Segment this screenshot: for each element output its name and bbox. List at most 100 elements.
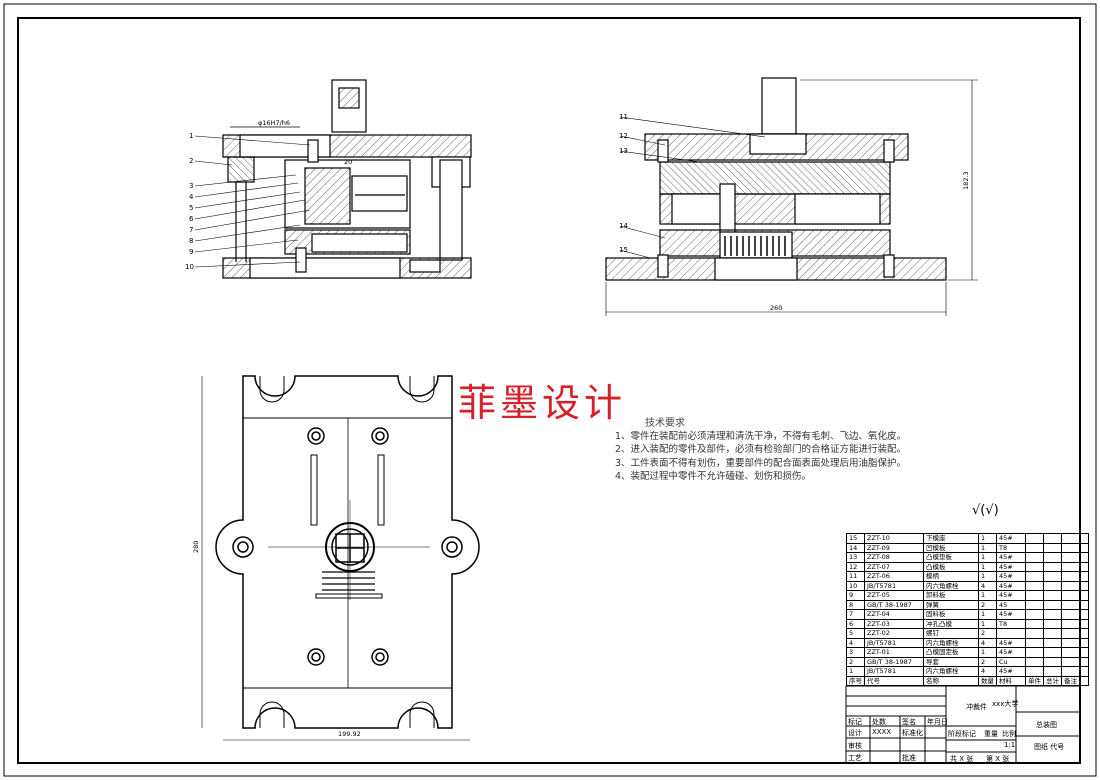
bom-cell-remark: [1061, 571, 1089, 582]
plan-width-dim: 199.92: [338, 730, 361, 738]
bom-cell-name: 导套: [923, 656, 979, 667]
bom-cell-name: 内六角螺栓: [923, 666, 979, 677]
bom-cell-mat: 45#: [996, 647, 1026, 658]
bom-cell-no: 11: [846, 571, 865, 582]
callout-5: 5: [189, 204, 193, 212]
bom-cell-code: JB/T5781: [864, 580, 924, 591]
bom-cell-total: [1043, 542, 1062, 553]
bom-cell-mat: 45#: [996, 637, 1026, 648]
title-block-frame: [845, 685, 1081, 764]
bom-cell-no: 14: [846, 542, 865, 553]
bom-cell-single: [1025, 656, 1044, 667]
bom-cell-code: GB/T 38-1987: [864, 599, 924, 610]
bom-cell-total: [1043, 571, 1062, 582]
tb-sign: 签名: [902, 718, 916, 726]
front-dim-label: 20: [344, 158, 352, 166]
bom-cell-name: 凸模板: [923, 561, 979, 572]
bom-cell-remark: [1061, 666, 1089, 677]
tb-sheets: 共 X 张: [950, 755, 974, 763]
bom-cell-total: [1043, 609, 1062, 620]
bom-h-mat: 材料: [996, 675, 1026, 686]
bom-cell-no: 7: [846, 609, 865, 620]
bom-cell-qty: 1: [978, 618, 997, 629]
tech-note-item: 1、零件在装配前必须清理和清洗干净，不得有毛刺、飞边、氧化皮。: [615, 431, 907, 443]
callout-13: 13: [619, 147, 628, 155]
bom-cell-code: GB/T 38-1987: [864, 656, 924, 667]
bom-cell-mat: T8: [996, 618, 1026, 629]
callout-1: 1: [189, 132, 193, 140]
bom-cell-total: [1043, 637, 1062, 648]
bom-cell-remark: [1061, 618, 1089, 629]
bom-h-total: 总计: [1043, 675, 1062, 686]
plan-view: [201, 375, 480, 741]
bom-cell-mat: 45#: [996, 580, 1026, 591]
callout-14: 14: [619, 222, 628, 230]
bom-cell-mat: 45#: [996, 666, 1026, 677]
bom-cell-code: JB/T5781: [864, 666, 924, 677]
bom-cell-code: ZZT-01: [864, 647, 924, 658]
bom-cell-single: [1025, 599, 1044, 610]
side-callout-leaders: [619, 116, 766, 259]
bom-cell-remark: [1061, 647, 1089, 658]
bom-cell-no: 2: [846, 656, 865, 667]
bom-cell-single: [1025, 580, 1044, 591]
tb-std: 标准化: [902, 729, 923, 737]
bom-cell-mat: 45#: [996, 561, 1026, 572]
bom-cell-mat: 45#: [996, 571, 1026, 582]
bom-cell-total: [1043, 618, 1062, 629]
callout-11: 11: [619, 113, 628, 121]
bom-cell-no: 5: [846, 628, 865, 639]
bom-cell-name: 下模座: [923, 533, 979, 544]
tb-drawing-no: 图纸 代号: [1034, 743, 1065, 751]
bom-cell-remark: [1061, 542, 1089, 553]
bom-cell-remark: [1061, 637, 1089, 648]
bom-h-code: 代号: [864, 675, 924, 686]
callout-7: 7: [189, 226, 193, 234]
bom-cell-remark: [1061, 609, 1089, 620]
callout-2: 2: [189, 157, 193, 165]
bom-cell-remark: [1061, 552, 1089, 563]
bom-cell-no: 9: [846, 590, 865, 601]
tech-notes-title: 技术要求: [645, 418, 685, 429]
bom-cell-total: [1043, 533, 1062, 544]
bom-cell-code: JB/T5781: [864, 637, 924, 648]
bom-cell-single: [1025, 647, 1044, 658]
bom-cell-name: 凸模垫板: [923, 552, 979, 563]
callout-8: 8: [189, 237, 193, 245]
bom-cell-mat: 45#: [996, 590, 1026, 601]
bom-cell-remark: [1061, 580, 1089, 591]
front-callout-leaders: [194, 135, 311, 268]
fit-label: φ16H7/h6: [258, 119, 290, 127]
bom-cell-mat: 45#: [996, 609, 1026, 620]
bom-cell-no: 12: [846, 561, 865, 572]
bom-cell-total: [1043, 552, 1062, 563]
bom-cell-remark: [1061, 628, 1089, 639]
bom-cell-no: 6: [846, 618, 865, 629]
bom-cell-name: 内六角螺栓: [923, 580, 979, 591]
tb-weight: 重量: [984, 730, 998, 738]
bom-cell-remark: [1061, 599, 1089, 610]
bom-cell-code: ZZT-07: [864, 561, 924, 572]
bom-cell-single: [1025, 571, 1044, 582]
tb-designer-name: XXXX: [872, 728, 892, 736]
bom-cell-qty: 4: [978, 580, 997, 591]
bom-cell-code: ZZT-08: [864, 552, 924, 563]
bom-cell-no: 4: [846, 637, 865, 648]
callout-10: 10: [185, 263, 194, 271]
bom-cell-code: ZZT-09: [864, 542, 924, 553]
bom-cell-single: [1025, 552, 1044, 563]
callout-12: 12: [619, 132, 628, 140]
tb-review: 审核: [848, 742, 862, 750]
tb-designer: 设计: [848, 729, 862, 737]
tb-craft: 工艺: [848, 754, 862, 762]
bom-cell-name: 螺钉: [923, 628, 979, 639]
bom-cell-qty: 1: [978, 647, 997, 658]
tb-approve: 批准: [902, 754, 916, 762]
bom-cell-qty: 2: [978, 628, 997, 639]
